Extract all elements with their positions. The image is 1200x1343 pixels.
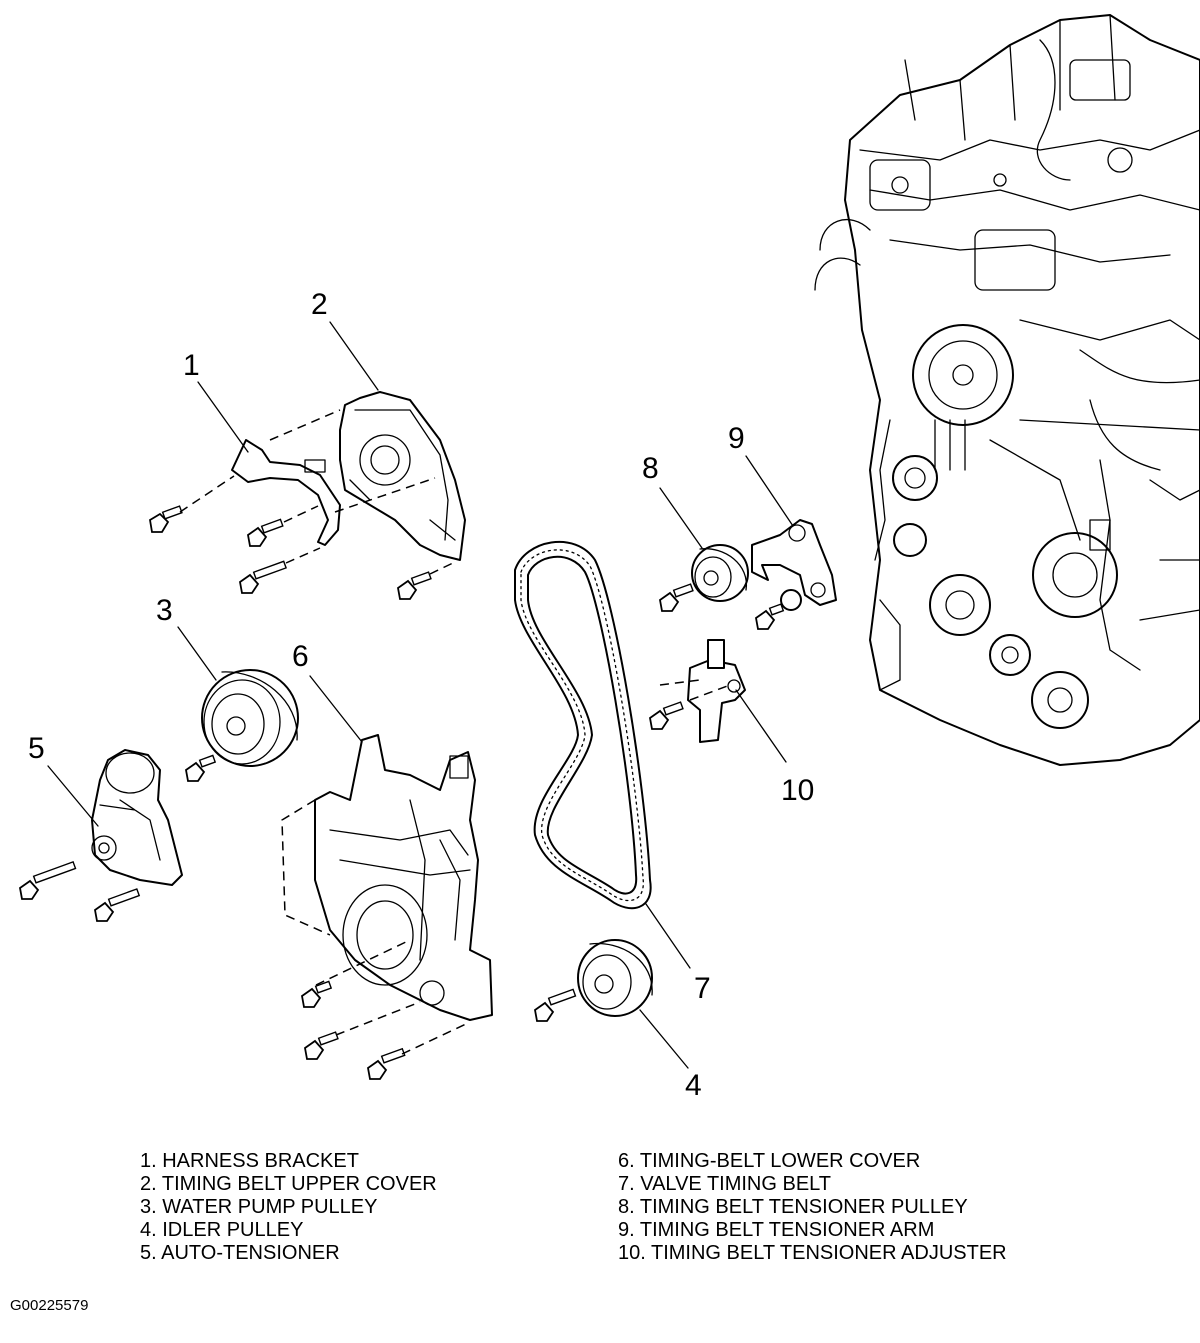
bolt-5 <box>185 754 217 782</box>
callout-9: 9 <box>728 422 745 455</box>
tensioner-arm <box>751 519 837 611</box>
valve-timing-belt <box>514 541 652 910</box>
legend-left-column: 1. HARNESS BRACKET 2. TIMING BELT UPPER … <box>140 1150 437 1265</box>
legend-right-column: 6. TIMING-BELT LOWER COVER 7. VALVE TIMI… <box>618 1150 1007 1265</box>
legend-item-tensioner-pulley: 8. TIMING BELT TENSIONER PULLEY <box>618 1196 968 1218</box>
callout-6: 6 <box>292 640 309 673</box>
engine-assembly <box>814 14 1200 766</box>
callout-7: 7 <box>694 972 711 1005</box>
callout-4: 4 <box>685 1069 702 1102</box>
bolt-7 <box>94 888 141 922</box>
legend-item-upper-cover: 2. TIMING BELT UPPER COVER <box>140 1173 437 1195</box>
tensioner-pulley <box>691 544 749 602</box>
bolt-4 <box>397 571 432 600</box>
auto-tensioner <box>91 749 183 886</box>
bolt-11 <box>534 988 577 1022</box>
bolts <box>19 505 785 1080</box>
legend-item-tensioner-adjuster: 10. TIMING BELT TENSIONER ADJUSTER <box>618 1242 1007 1264</box>
bolt-6 <box>19 860 77 900</box>
legend-item-lower-cover: 6. TIMING-BELT LOWER COVER <box>618 1150 921 1172</box>
callout-numbers: 1 2 3 4 5 6 7 8 9 10 <box>28 288 814 1102</box>
legend-item-valve-timing-belt: 7. VALVE TIMING BELT <box>618 1173 832 1195</box>
tensioner-adjuster <box>687 639 746 743</box>
assembly-lines <box>179 409 731 1055</box>
legend-item-idler-pulley: 4. IDLER PULLEY <box>140 1219 304 1241</box>
legend-item-auto-tensioner: 5. AUTO-TENSIONER <box>140 1242 340 1264</box>
exploded-parts-diagram: 1 2 3 4 5 6 7 8 9 10 <box>19 14 1200 1102</box>
timing-belt-lower-cover <box>281 734 493 1021</box>
bolt-2 <box>247 518 284 547</box>
bolt-10 <box>367 1047 406 1080</box>
callout-10: 10 <box>781 774 814 807</box>
callout-5: 5 <box>28 732 45 765</box>
legend-item-harness-bracket: 1. HARNESS BRACKET <box>140 1150 359 1172</box>
legend-item-water-pump-pulley: 3. WATER PUMP PULLEY <box>140 1196 378 1218</box>
leader-lines <box>47 321 794 1069</box>
bolt-14 <box>649 701 684 730</box>
callout-3: 3 <box>156 594 173 627</box>
bolt-13 <box>755 603 785 630</box>
harness-bracket <box>231 439 341 546</box>
bolt-12 <box>659 583 694 612</box>
legend-item-tensioner-arm: 9. TIMING BELT TENSIONER ARM <box>618 1219 935 1241</box>
figure-code: G00225579 <box>10 1297 89 1314</box>
callout-1: 1 <box>183 349 200 382</box>
callout-2: 2 <box>311 288 328 321</box>
callout-8: 8 <box>642 452 659 485</box>
timing-belt-upper-cover <box>339 391 466 561</box>
bolt-1 <box>149 505 183 533</box>
bolt-9 <box>304 1031 339 1060</box>
bolt-3 <box>239 560 287 594</box>
bolt-8 <box>301 980 333 1008</box>
idler-pulley <box>577 939 653 1017</box>
water-pump-pulley <box>201 669 299 767</box>
